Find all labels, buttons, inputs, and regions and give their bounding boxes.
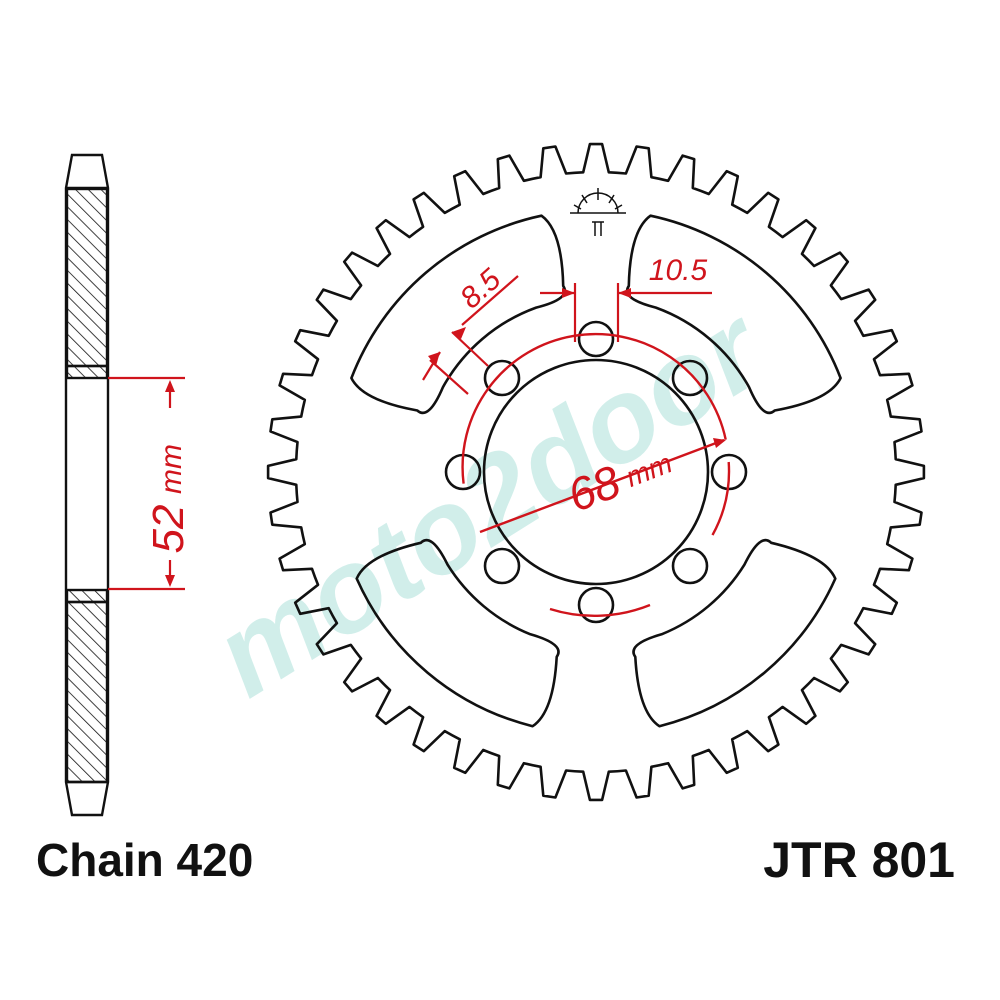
cutout-window-1 — [350, 214, 566, 415]
bolt-circle-arc-bottom — [549, 603, 651, 618]
part-number-label: JTR 801 — [763, 832, 955, 888]
hatch-hub-bottom — [65, 588, 109, 604]
hatch-top — [65, 187, 109, 368]
bolt-hole-6 — [483, 547, 521, 585]
bolt-hole-2 — [671, 359, 709, 397]
bolt-hole-1 — [577, 320, 615, 358]
sprocket-teeth-outline — [266, 142, 926, 802]
bolt-hole-dimension — [422, 275, 519, 395]
hatch-hub-top — [65, 364, 109, 380]
bolt-circle-leader — [479, 438, 725, 534]
cutout-window-4 — [355, 538, 560, 728]
side-profile-outline — [64, 153, 110, 817]
width-dimension — [108, 376, 185, 591]
cutout-window-2 — [626, 214, 842, 415]
bolt-hole-8 — [483, 359, 521, 397]
sprocket-cutouts — [350, 214, 842, 728]
bolt-circle-dimension — [461, 332, 731, 618]
gap-value: 10.5 — [649, 254, 708, 287]
width-value: 52 — [144, 505, 193, 554]
bolt-holes — [444, 320, 748, 624]
bolt-circle-arc-right — [711, 461, 731, 536]
center-bore — [482, 358, 710, 586]
jt-logo-icon — [570, 188, 626, 236]
watermark: moto2door — [192, 280, 790, 722]
bolt-hole-5 — [577, 586, 615, 624]
watermark-text: moto2door — [192, 280, 790, 722]
sprocket-side-profile — [64, 153, 110, 817]
hatch-bottom — [65, 600, 109, 784]
chain-size-label: Chain 420 — [36, 834, 254, 886]
bolt-circle-arc-top — [461, 332, 727, 484]
bolt-hole-4 — [671, 547, 709, 585]
gap-dimension — [540, 283, 712, 342]
cutout-window-3 — [632, 538, 837, 728]
bolt-hole-value: 8.5 — [454, 263, 507, 316]
width-unit: mm — [155, 444, 188, 494]
